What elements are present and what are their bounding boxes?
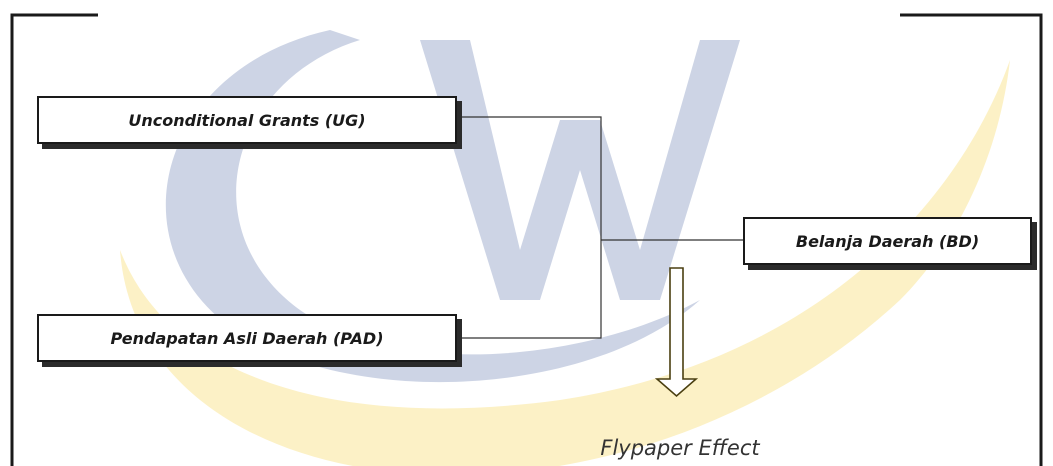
node-label-ug: Unconditional Grants (UG) — [128, 110, 366, 130]
flypaper-effect-label: Flypaper Effect — [600, 436, 760, 460]
node-label-pad: Pendapatan Asli Daerah (PAD) — [110, 328, 384, 348]
node-pendapatan-asli-daerah: Pendapatan Asli Daerah (PAD) — [37, 314, 457, 362]
node-unconditional-grants: Unconditional Grants (UG) — [37, 96, 457, 144]
connector-ug — [457, 116, 602, 240]
connector-pad — [457, 240, 602, 339]
node-belanja-daerah: Belanja Daerah (BD) — [743, 217, 1032, 265]
node-label-bd: Belanja Daerah (BD) — [795, 231, 980, 251]
